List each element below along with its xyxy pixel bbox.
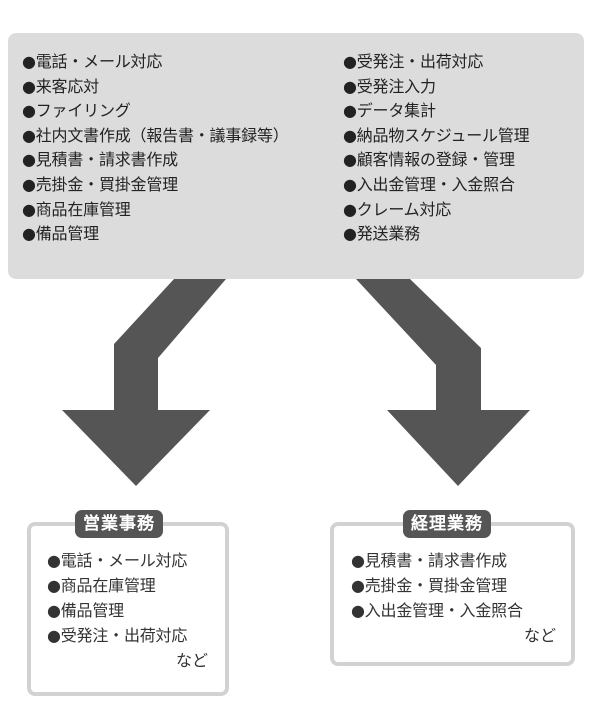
list-item: ●納品物スケジュール管理: [343, 125, 530, 145]
list-item: ●受発注入力: [343, 76, 436, 96]
accounting-title: 経理業務: [403, 510, 491, 538]
list-item: ●電話・メール対応: [22, 52, 163, 71]
list-item: ●入出金管理・入金照合: [351, 601, 523, 620]
list-item: ●来客応対: [22, 76, 99, 96]
list-item: ●見積書・請求書作成: [22, 150, 178, 170]
list-item: ●受発注・出荷対応: [47, 626, 188, 645]
sales-etc: など: [176, 651, 209, 670]
list-item: ●商品在庫管理: [47, 576, 156, 595]
list-item: ●データ集計: [343, 101, 436, 121]
list-item: ●顧客情報の登録・管理: [343, 150, 515, 170]
all-tasks-box: [8, 33, 584, 279]
task-list-right: ●受発注・出荷対応 ●受発注入力 ●データ集計 ●納品物スケジュール管理 ●顧客…: [343, 50, 530, 247]
sales-list: ●電話・メール対応 ●商品在庫管理 ●備品管理 ●受発注・出荷対応: [47, 548, 187, 648]
list-item: ●発送業務: [343, 224, 420, 244]
list-item: ●クレーム対応: [343, 199, 452, 219]
list-item: ●入出金管理・入金照合: [343, 174, 515, 194]
list-item: ●商品在庫管理: [22, 199, 131, 219]
list-item: ●電話・メール対応: [47, 551, 188, 570]
accounting-list: ●見積書・請求書作成 ●売掛金・買掛金管理 ●入出金管理・入金照合: [351, 548, 523, 623]
list-item: ●社内文書作成（報告書・議事録等）: [22, 125, 289, 145]
list-item: ●ファイリング: [22, 101, 131, 121]
list-item: ●備品管理: [22, 224, 99, 244]
list-item: ●売掛金・買掛金管理: [22, 174, 178, 194]
list-item: ●受発注・出荷対応: [343, 52, 484, 71]
arrow-to-sales: [62, 279, 226, 486]
sales-title: 営業事務: [75, 510, 163, 538]
task-list-left: ●電話・メール対応 ●来客応対 ●ファイリング ●社内文書作成（報告書・議事録等…: [22, 50, 289, 247]
list-item: ●備品管理: [47, 601, 124, 620]
sales-box: [27, 522, 229, 696]
arrow-to-accounting: [356, 279, 530, 486]
list-item: ●見積書・請求書作成: [351, 551, 507, 570]
accounting-etc: など: [524, 626, 557, 645]
list-item: ●売掛金・買掛金管理: [351, 576, 507, 595]
